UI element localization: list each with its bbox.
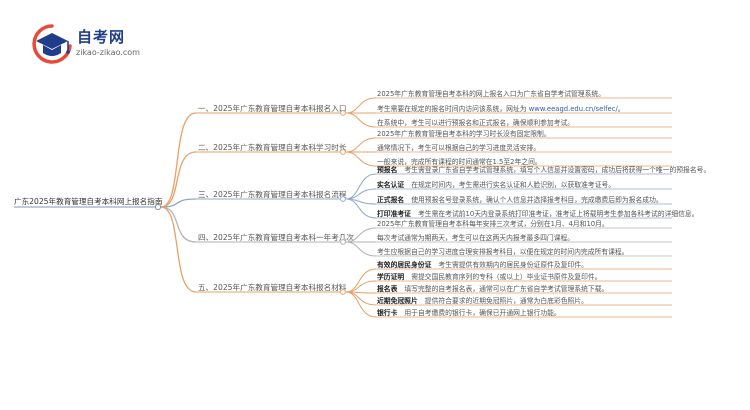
leaf-tag-5-2: 学历证明 (377, 272, 404, 281)
leaf-tag-3-2: 实名认证 (377, 180, 404, 189)
branch-connector-4 (160, 206, 197, 243)
leaf-tag-3-4: 打印准考证 (377, 209, 411, 218)
system-url-link[interactable]: www.eeagd.edu.cn/selfec/ (529, 105, 619, 113)
logo-subtitle: zikao-zikao.com (76, 48, 140, 57)
leaf-connector-5-1 (345, 268, 377, 293)
branch-connector-1 (160, 112, 197, 208)
leaf-tag-5-5: 银行卡 (377, 308, 398, 317)
branch-dot-4 (340, 239, 346, 245)
leaf-connector-1-3 (345, 112, 377, 128)
branch-connector-2 (160, 151, 197, 208)
leaf-text-3-4: 打印准考证考生需在考试前10天内登录系统打印准考证，准考证上将载明考生参加各科考… (377, 209, 699, 218)
leaf-text-3-3: 正式报名使用预报名号登录系统，确认个人信息并选择报考科目，完成缴费后即为报名成功… (377, 195, 663, 204)
branch-dot-1 (340, 110, 346, 116)
branch-dot-3 (340, 196, 346, 202)
leaf-text-2-1: 2025年广东教育管理自考本科的学习时长没有固定限制。 (377, 129, 551, 138)
branch-label-4: 四、2025年广东教育管理自考本科一年考几次 (198, 232, 354, 242)
leaf-connector-2-3 (345, 151, 377, 167)
site-logo[interactable]: 自考网 zikao-zikao.com (30, 24, 190, 64)
leaf-connector-5-2 (345, 280, 377, 293)
leaf-text-2-2: 通常情况下，考生可以根据自己的学习进度灵活安排。 (377, 143, 540, 152)
leaf-tag-5-4: 近期免冠照片 (377, 296, 418, 305)
leaf-text-4-3: 考生应根据自己的学习进度合理安排报考科目，以便在规定的时间内完成所有课程。 (377, 247, 628, 256)
branch-connector-3 (160, 198, 197, 208)
branch-label-5: 五、2025年广东教育管理自考本科报名材料 (198, 282, 347, 292)
leaf-text-1-3: 在系统中，考生可以进行预报名和正式报名，确保顺利参加考试。 (377, 118, 574, 127)
leaf-text-5-2: 学历证明需提交国民教育序列的专科（或以上）毕业证书原件及复印件。 (377, 272, 602, 281)
leaf-connector-4-3 (345, 241, 377, 257)
leaf-text-4-1: 2025年广东教育管理自考本科每年安排三次考试，分别在1月、4月和10月。 (377, 219, 609, 228)
logo-title: 自考网 (77, 28, 126, 46)
leaf-text-5-1: 有效的居民身份证考生需提供有效期内的居民身份证原件及复印件。 (377, 260, 588, 269)
leaf-connector-3-4 (345, 198, 377, 219)
leaf-connector-3-1 (345, 173, 377, 200)
branch-label-2: 二、2025年广东教育管理自考本科学习时长 (198, 142, 347, 152)
branch-label-1: 一、2025年广东教育管理自考本科报名入口 (198, 103, 346, 113)
branch-dot-2 (340, 149, 346, 155)
leaf-text-3-1: 预报名考生需登录广东省自学考试管理系统，填写个人信息并设置密码，成功后将获得一个… (377, 165, 710, 174)
leaf-connector-2-1 (345, 137, 377, 153)
leaf-tag-5-1: 有效的居民身份证 (377, 260, 432, 269)
leaf-tag-3-3: 正式报名 (377, 195, 404, 204)
root-node-label: 广东2025年教育管理自考本科网上报名指南 (14, 196, 163, 206)
leaf-text-1-1: 2025年广东教育管理自考本科的网上报名入口为广东省自学考试管理系统。 (377, 89, 605, 98)
leaf-text-5-5: 银行卡用于自考缴费的银行卡，确保已开通网上银行功能。 (377, 308, 561, 317)
leaf-text-3-2: 实名认证在规定时间内，考生需进行实名认证和人脸识别，以获取准考证号。 (377, 180, 615, 189)
leaf-tag-3-1: 预报名 (377, 165, 397, 174)
leaf-connector-5-5 (345, 291, 377, 318)
leaf-text-4-2: 每次考试通常为期两天，考生可以在这两天内报考最多四门课程。 (377, 233, 574, 242)
branch-connector-5 (160, 206, 197, 293)
branch-label-3: 三、2025年广东教育管理自考本科报名流程 (198, 189, 347, 199)
leaf-connector-5-4 (345, 291, 377, 306)
root-connector-dot (154, 203, 162, 211)
leaf-text-5-4: 近期免冠照片提供符合要求的近期免冠照片，通常为白底彩色照片。 (377, 296, 588, 305)
branch-dot-5 (340, 289, 346, 295)
leaf-text-1-2: 考生需要在规定的报名时间内访问该系统，网址为 www.eeagd.edu.cn/… (377, 104, 625, 113)
leaf-tag-5-3: 报名表 (377, 284, 398, 293)
graduation-cap-icon (32, 24, 72, 64)
leaf-connector-1-1 (345, 97, 377, 114)
leaf-text-2-3: 一般来说，完成所有课程的时间通常在1.5至2年之间。 (377, 157, 542, 166)
leaf-text-5-3: 报名表填写完整的自考报名表，通常可以在广东省自学考试管理系统下载。 (377, 284, 608, 293)
